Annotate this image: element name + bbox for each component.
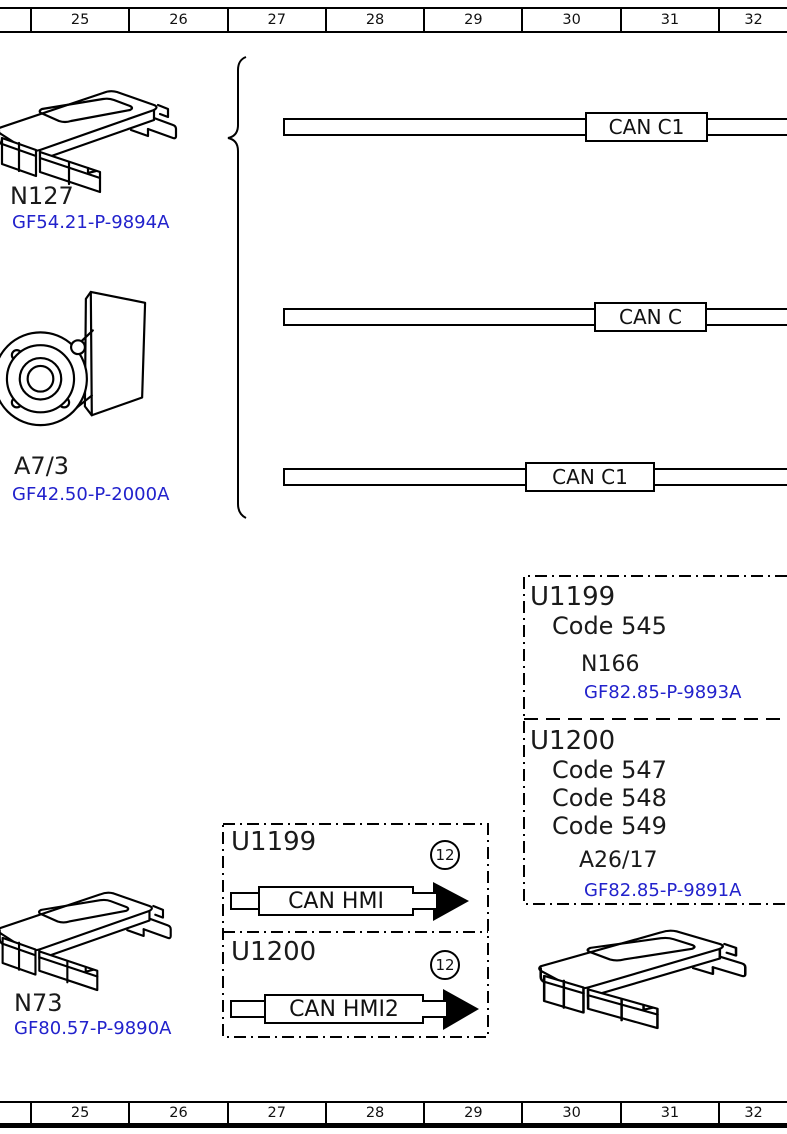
can-c1-bottom-label: CAN C1: [525, 462, 655, 492]
can-hmi-wire-stub-left: [230, 892, 260, 910]
top-ruler-cell: 31: [619, 9, 718, 31]
can-hmi-arrow-icon: [433, 882, 469, 921]
top-ruler-cell: 30: [521, 9, 619, 31]
variant-box-border: [523, 575, 787, 905]
top-ruler-upper-line: [0, 7, 787, 9]
u1199-code: Code 545: [552, 612, 667, 640]
top-ruler-lower-line: [0, 31, 787, 33]
bottom-ruler-cell: 25: [30, 1103, 128, 1123]
bottom-ruler-cell: 27: [226, 1103, 325, 1123]
top-ruler-cell: 32: [718, 9, 787, 31]
a26-17-document-link[interactable]: GF82.85-P-9891A: [584, 880, 742, 901]
n73-label: N73: [14, 989, 63, 1017]
n73-document-link[interactable]: GF80.57-P-9890A: [14, 1018, 172, 1039]
bottom-ruler-cell: 31: [619, 1103, 718, 1123]
can-c1-top-wire: [283, 118, 787, 136]
u1199-hmi-title: U1199: [231, 827, 317, 857]
can-c-label: CAN C: [594, 302, 707, 332]
hmi-box-border: [222, 823, 489, 1038]
top-ruler-cell: 27: [226, 9, 325, 31]
n127-control-unit-illustration: [0, 90, 178, 194]
bottom-ruler-cell: 30: [521, 1103, 619, 1123]
grouping-brace: [227, 56, 247, 519]
top-ruler-cell: 29: [423, 9, 521, 31]
u1199-info-title: U1199: [530, 582, 616, 612]
bottom-ruler-lower-line: [0, 1123, 787, 1128]
top-ruler: 25 26 27 28 29 30 31 32: [30, 9, 787, 31]
u1200-footnote-badge: 12: [430, 950, 460, 980]
u1200-code: Code 548: [552, 784, 667, 812]
u1200-hmi-title: U1200: [231, 937, 317, 967]
bottom-ruler: 25 26 27 28 29 30 31 32: [30, 1103, 787, 1123]
bottom-ruler-cell: 26: [128, 1103, 226, 1123]
top-ruler-cell: 28: [324, 9, 423, 31]
bottom-ruler-upper-line: [0, 1101, 787, 1103]
n127-label: N127: [10, 182, 74, 210]
a26-17-control-unit-illustration: [538, 929, 747, 1030]
can-c1-top-label: CAN C1: [585, 112, 708, 142]
can-hmi2-wire-stub-left: [230, 1000, 266, 1018]
n73-control-unit-illustration: [0, 891, 172, 992]
bottom-ruler-cell: 28: [324, 1103, 423, 1123]
can-hmi-wire-stub-right: [412, 892, 436, 910]
a7-3-document-link[interactable]: GF42.50-P-2000A: [12, 484, 170, 505]
a7-3-camera-illustration: [0, 290, 147, 427]
can-c-wire: [283, 308, 787, 326]
u1200-info-title: U1200: [530, 726, 616, 756]
n127-document-link[interactable]: GF54.21-P-9894A: [12, 212, 170, 233]
n166-label: N166: [581, 652, 640, 677]
a7-3-label: A7/3: [14, 452, 70, 480]
can-hmi2-label: CAN HMI2: [264, 994, 424, 1024]
can-hmi2-arrow-icon: [443, 989, 479, 1030]
can-hmi-label: CAN HMI: [258, 886, 414, 916]
u1200-code: Code 549: [552, 812, 667, 840]
can-hmi2-wire-stub-right: [422, 1000, 446, 1018]
bottom-ruler-cell: 32: [718, 1103, 787, 1123]
top-ruler-cell: 26: [128, 9, 226, 31]
u1199-footnote-badge: 12: [430, 840, 460, 870]
n166-document-link[interactable]: GF82.85-P-9893A: [584, 682, 742, 703]
a26-17-label: A26/17: [579, 848, 658, 873]
u1200-code: Code 547: [552, 756, 667, 784]
bottom-ruler-cell: 29: [423, 1103, 521, 1123]
top-ruler-cell: 25: [30, 9, 128, 31]
